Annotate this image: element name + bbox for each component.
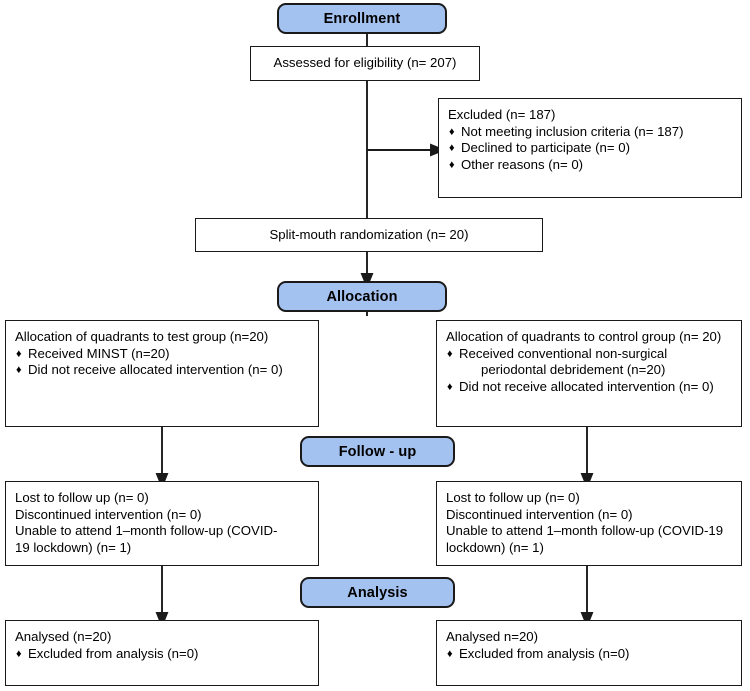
followup-control-line: Lost to follow up (n= 0) — [446, 490, 580, 505]
analysis-test-item-text: Excluded from analysis (n=0) — [28, 645, 199, 661]
followup-test-line: 19 lockdown) (n= 1) — [15, 539, 132, 555]
stage-header-analysis-label: Analysis — [347, 584, 408, 601]
analysis-test-heading: Analysed (n=20) — [15, 629, 112, 644]
box-allocation-control-group: Allocation of quadrants to control group… — [436, 320, 742, 427]
bullet-diamond-icon: ♦ — [449, 142, 455, 155]
allocation-test-heading: Allocation of quadrants to test group (n… — [15, 329, 269, 344]
analysis-test-list: ♦ Excluded from analysis (n=0) — [15, 646, 309, 663]
analysis-control-item-text: Excluded from analysis (n=0) — [459, 645, 630, 661]
list-item: ♦ Declined to participate (n= 0) — [448, 140, 732, 157]
followup-control-line: Discontinued intervention (n= 0) — [446, 506, 633, 522]
followup-test-line: Discontinued intervention (n= 0) — [15, 506, 202, 522]
list-item: ♦ Received MINST (n=20) — [15, 346, 309, 363]
allocation-control-item-text: Did not receive allocated intervention (… — [459, 378, 714, 394]
list-item: ♦ Received conventional non-surgical per… — [446, 346, 732, 379]
allocation-control-heading: Allocation of quadrants to control group… — [446, 329, 722, 344]
list-item: ♦ Excluded from analysis (n=0) — [446, 646, 732, 663]
box-followup-control-group: Lost to follow up (n= 0) Discontinued in… — [436, 481, 742, 566]
list-item: ♦ Did not receive allocated intervention… — [446, 379, 732, 396]
bullet-diamond-icon: ♦ — [447, 647, 453, 660]
stage-header-enrollment-label: Enrollment — [323, 10, 401, 27]
list-item: ♦ Not meeting inclusion criteria (n= 187… — [448, 124, 732, 141]
split-mouth-randomization-text: Split-mouth randomization (n= 20) — [269, 226, 469, 242]
list-item: ♦ Excluded from analysis (n=0) — [15, 646, 309, 663]
excluded-reason-text: Not meeting inclusion criteria (n= 187) — [461, 123, 684, 139]
allocation-test-item-text: Received MINST (n=20) — [28, 345, 170, 361]
bullet-diamond-icon: ♦ — [447, 347, 453, 360]
stage-header-enrollment: Enrollment — [277, 3, 447, 34]
list-item: ♦ Did not receive allocated intervention… — [15, 362, 309, 379]
box-assessed-for-eligibility: Assessed for eligibility (n= 207) — [250, 46, 480, 81]
allocation-control-list: ♦ Received conventional non-surgical per… — [446, 346, 732, 396]
box-split-mouth-randomization: Split-mouth randomization (n= 20) — [195, 218, 543, 252]
excluded-reason-text: Declined to participate (n= 0) — [461, 140, 630, 156]
bullet-diamond-icon: ♦ — [447, 380, 453, 393]
followup-test-line: Lost to follow up (n= 0) — [15, 490, 149, 505]
followup-control-line: Unable to attend 1–month follow-up (COVI… — [446, 523, 724, 539]
bullet-diamond-icon: ♦ — [16, 647, 22, 660]
box-analysis-control-group: Analysed n=20) ♦ Excluded from analysis … — [436, 620, 742, 686]
bullet-diamond-icon: ♦ — [16, 347, 22, 360]
box-allocation-test-group: Allocation of quadrants to test group (n… — [5, 320, 319, 427]
allocation-control-item-text-cont: periodontal debridement (n=20) — [481, 362, 666, 378]
stage-header-analysis: Analysis — [300, 577, 455, 608]
box-excluded: Excluded (n= 187) ♦ Not meeting inclusio… — [438, 98, 742, 198]
list-item: ♦ Other reasons (n= 0) — [448, 157, 732, 174]
assessed-for-eligibility-text: Assessed for eligibility (n= 207) — [273, 55, 457, 71]
followup-test-line: Unable to attend 1–month follow-up (COVI… — [15, 523, 278, 539]
stage-header-followup: Follow - up — [300, 436, 455, 467]
box-followup-test-group: Lost to follow up (n= 0) Discontinued in… — [5, 481, 319, 566]
stage-header-followup-label: Follow - up — [338, 443, 417, 460]
allocation-control-item-text: Received conventional non-surgical — [459, 345, 668, 361]
excluded-heading: Excluded (n= 187) — [448, 107, 556, 122]
excluded-reason-text: Other reasons (n= 0) — [461, 156, 584, 172]
bullet-diamond-icon: ♦ — [449, 125, 455, 138]
analysis-control-list: ♦ Excluded from analysis (n=0) — [446, 646, 732, 663]
stage-header-allocation: Allocation — [277, 281, 447, 312]
bullet-diamond-icon: ♦ — [449, 158, 455, 171]
allocation-test-item-text: Did not receive allocated intervention (… — [28, 362, 283, 378]
bullet-diamond-icon: ♦ — [16, 364, 22, 377]
followup-control-line: lockdown) (n= 1) — [446, 539, 544, 555]
analysis-control-heading: Analysed n=20) — [446, 629, 539, 644]
excluded-reason-list: ♦ Not meeting inclusion criteria (n= 187… — [448, 124, 732, 174]
box-analysis-test-group: Analysed (n=20) ♦ Excluded from analysis… — [5, 620, 319, 686]
allocation-test-list: ♦ Received MINST (n=20) ♦ Did not receiv… — [15, 346, 309, 379]
stage-header-allocation-label: Allocation — [326, 288, 398, 305]
